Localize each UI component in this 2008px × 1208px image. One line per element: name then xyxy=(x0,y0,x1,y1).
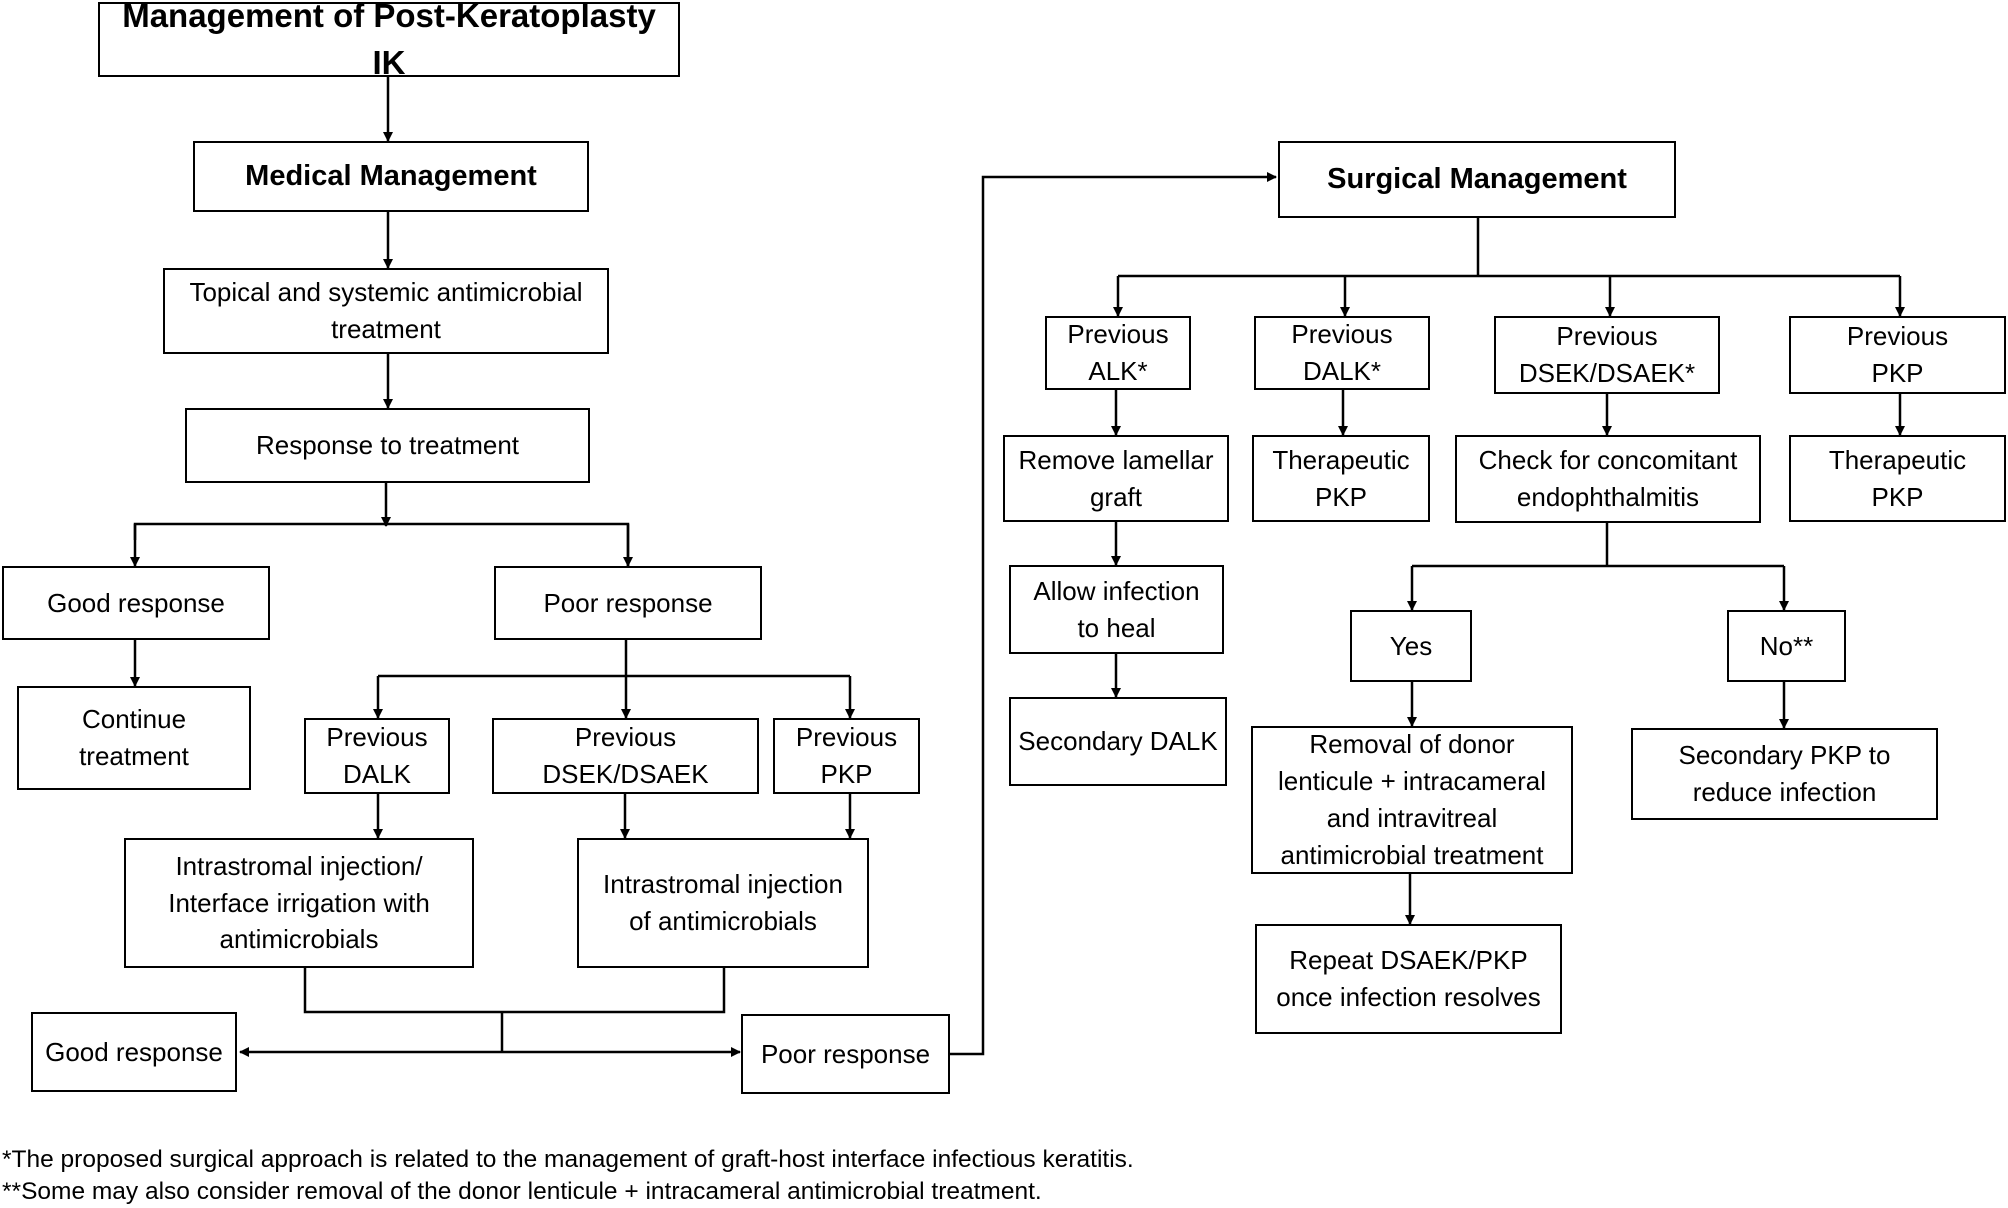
previous-dsek-dsaek-box-left: Previous DSEK/DSAEK xyxy=(492,718,759,794)
poor-response-box-1: Poor response xyxy=(494,566,762,640)
previous-pkp-box-right: Previous PKP xyxy=(1789,316,2006,394)
repeat-dsaek-pkp-box: Repeat DSAEK/PKP once infection resolves xyxy=(1255,924,1562,1034)
therapeutic-pkp-box-2: Therapeutic PKP xyxy=(1789,435,2006,522)
medical-management-box: Medical Management xyxy=(193,141,589,212)
therapeutic-pkp-box-1: Therapeutic PKP xyxy=(1252,435,1430,522)
title-box: Management of Post-Keratoplasty IK xyxy=(98,0,680,81)
yes-box: Yes xyxy=(1350,610,1472,682)
allow-infection-heal-box: Allow infection to heal xyxy=(1009,565,1224,654)
intrastromal-interface-irrigation-box: Intrastromal injection/ Interface irriga… xyxy=(124,838,474,968)
previous-dsek-dsaek-box-right: Previous DSEK/DSAEK* xyxy=(1494,316,1720,394)
connector xyxy=(133,522,630,566)
response-to-treatment-box: Response to treatment xyxy=(185,408,590,483)
footnote-2: **Some may also consider removal of the … xyxy=(2,1178,1042,1205)
secondary-pkp-box: Secondary PKP to reduce infection xyxy=(1631,728,1938,820)
topical-systemic-treatment-box: Topical and systemic antimicrobial treat… xyxy=(163,268,609,354)
intrastromal-injection-box: Intrastromal injection of antimicrobials xyxy=(577,838,869,968)
secondary-dalk-box: Secondary DALK xyxy=(1009,697,1227,786)
continue-treatment-box: Continue treatment xyxy=(17,686,251,790)
footnote-1: *The proposed surgical approach is relat… xyxy=(2,1146,1134,1173)
check-endophthalmitis-box: Check for concomitant endophthalmitis xyxy=(1455,435,1761,523)
removal-donor-lenticule-box: Removal of donor lenticule + intracamera… xyxy=(1251,726,1573,874)
connector xyxy=(950,172,1277,1056)
poor-response-box-2: Poor response xyxy=(741,1014,950,1094)
remove-lamellar-graft-box: Remove lamellar graft xyxy=(1003,435,1229,522)
previous-pkp-box-left: Previous PKP xyxy=(773,718,920,794)
good-response-box-2: Good response xyxy=(31,1012,237,1092)
previous-alk-box: Previous ALK* xyxy=(1045,316,1191,390)
surgical-management-box: Surgical Management xyxy=(1278,141,1676,218)
connector xyxy=(303,968,726,1014)
no-box: No** xyxy=(1727,610,1846,682)
previous-dalk-box-right: Previous DALK* xyxy=(1254,316,1430,390)
good-response-box-1: Good response xyxy=(2,566,270,640)
previous-dalk-box-left: Previous DALK xyxy=(304,718,450,794)
